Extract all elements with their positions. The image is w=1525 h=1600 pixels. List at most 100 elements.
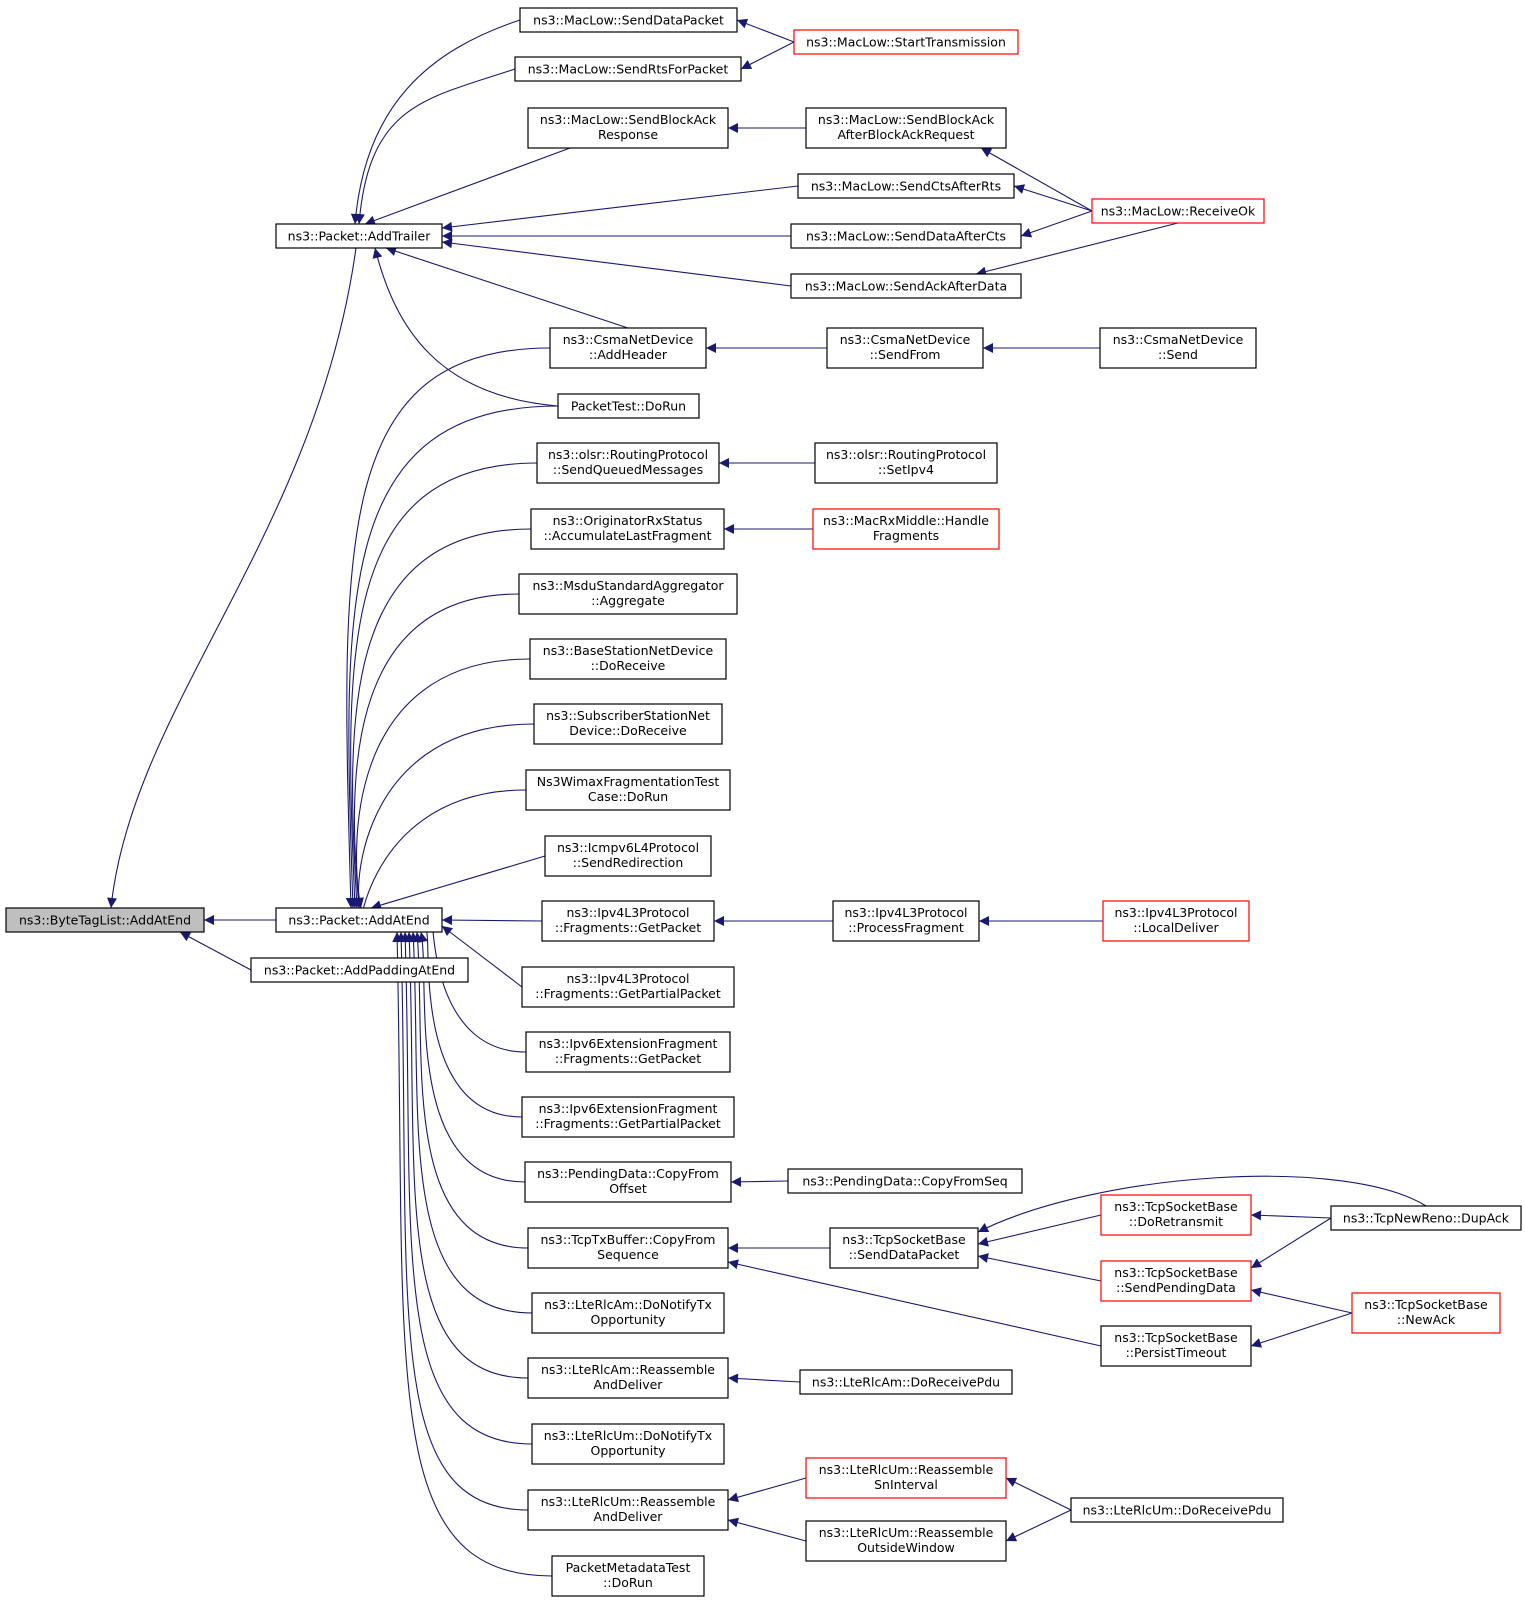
edge-retransmit-tcpsend — [977, 1214, 1102, 1247]
node-ipv4GetPartial[interactable]: ns3::Ipv4L3Protocol::Fragments::GetParti… — [521, 966, 735, 1008]
node-box — [525, 769, 731, 811]
node-label: ns3::Ipv6ExtensionFragment — [539, 1101, 718, 1116]
node-box — [799, 1369, 1013, 1395]
node-packetMetadataTest[interactable]: PacketMetadataTest::DoRun — [551, 1555, 705, 1597]
node-startTx[interactable]: ns3::MacLow::StartTransmission — [793, 29, 1019, 55]
node-lteUmDoReceivePdu[interactable]: ns3::LteRlcUm::DoReceivePdu — [1070, 1497, 1284, 1523]
node-sendDataAfterCts[interactable]: ns3::MacLow::SendDataAfterCts — [790, 223, 1022, 249]
node-ipv6GetPacket[interactable]: ns3::Ipv6ExtensionFragment::Fragments::G… — [525, 1031, 731, 1073]
edge-umreceive-outside — [1005, 1509, 1072, 1542]
node-addPadding[interactable]: ns3::Packet::AddPaddingAtEnd — [250, 957, 469, 983]
node-lteAmDoReceivePdu[interactable]: ns3::LteRlcAm::DoReceivePdu — [799, 1369, 1013, 1395]
node-tcpNewRenoDupAck[interactable]: ns3::TcpNewReno::DupAck — [1330, 1205, 1522, 1231]
node-box — [814, 442, 998, 484]
node-box — [527, 1357, 729, 1399]
node-box — [531, 1292, 725, 1334]
node-ipv4ProcessFrag[interactable]: ns3::Ipv4L3Protocol::ProcessFragment — [832, 900, 980, 942]
node-ipv6GetPartial[interactable]: ns3::Ipv6ExtensionFragment::Fragments::G… — [521, 1096, 735, 1138]
node-sendRts[interactable]: ns3::MacLow::SendRtsForPacket — [514, 56, 742, 82]
node-originatorRx[interactable]: ns3::OriginatorRxStatus::AccumulateLastF… — [530, 508, 725, 550]
edge-receiveok-sendack — [975, 222, 1179, 277]
node-tcpSendPending[interactable]: ns3::TcpSocketBase::SendPendingData — [1100, 1260, 1252, 1302]
node-tcpNewAck[interactable]: ns3::TcpSocketBase::NewAck — [1351, 1292, 1501, 1334]
node-label: ns3::CsmaNetDevice — [1113, 332, 1244, 347]
node-ipv4LocalDeliver[interactable]: ns3::Ipv4L3Protocol::LocalDeliver — [1102, 900, 1250, 942]
node-msduAgg[interactable]: ns3::MsduStandardAggregator::Aggregate — [518, 573, 738, 615]
edge-senddatapacket-addtrailer — [350, 19, 521, 225]
node-bsDoReceive[interactable]: ns3::BaseStationNetDevice::DoReceive — [529, 638, 727, 680]
node-tcpSendDataPacket[interactable]: ns3::TcpSocketBase::SendDataPacket — [829, 1227, 979, 1269]
edge-starttx-sendrts — [740, 41, 795, 70]
edge-msdu-addatend — [353, 593, 520, 909]
node-olsrSetIpv4[interactable]: ns3::olsr::RoutingProtocol::SetIpv4 — [814, 442, 998, 484]
node-label: ns3::Ipv4L3Protocol — [566, 905, 689, 920]
edge-starttx-senddatapacket — [736, 18, 795, 43]
node-olsrSendQueued[interactable]: ns3::olsr::RoutingProtocol::SendQueuedMe… — [536, 442, 720, 484]
node-sendDataPacket[interactable]: ns3::MacLow::SendDataPacket — [519, 7, 738, 33]
node-receiveOk[interactable]: ns3::MacLow::ReceiveOk — [1091, 198, 1265, 224]
node-label: ::SetIpv4 — [878, 462, 934, 477]
node-packetTestDoRun[interactable]: PacketTest::DoRun — [557, 393, 700, 419]
node-ipv4GetPacket[interactable]: ns3::Ipv4L3Protocol::Fragments::GetPacke… — [541, 900, 715, 942]
node-label: ns3::MacLow::SendDataAfterCts — [806, 229, 1006, 244]
node-label: ns3::Icmpv6L4Protocol — [557, 840, 699, 855]
node-tcpPersistTimeout[interactable]: ns3::TcpSocketBase::PersistTimeout — [1100, 1325, 1252, 1367]
edge-olsr-addatend — [349, 462, 538, 909]
node-label: AndDeliver — [594, 1377, 664, 1392]
node-label: ns3::BaseStationNetDevice — [543, 643, 714, 658]
node-label: ns3::Ipv4L3Protocol — [566, 971, 689, 986]
node-label: ns3::ByteTagList::AddAtEnd — [19, 913, 191, 928]
node-label: AfterBlockAckRequest — [837, 127, 974, 142]
node-addAtEnd[interactable]: ns3::Packet::AddAtEnd — [275, 907, 443, 933]
node-csmaSend[interactable]: ns3::CsmaNetDevice::Send — [1099, 327, 1257, 369]
node-label: ns3::MacLow::SendAckAfterData — [805, 279, 1007, 294]
node-sendCtsAfterRts[interactable]: ns3::MacLow::SendCtsAfterRts — [797, 173, 1015, 199]
edge-csmaaddheader-addtrailer — [385, 246, 629, 329]
node-label: ns3::LteRlcUm::Reassemble — [819, 1525, 994, 1540]
nodes-layer: ns3::ByteTagList::AddAtEndns3::Packet::A… — [5, 7, 1522, 1597]
node-label: ns3::LteRlcUm::DoReceivePdu — [1083, 1503, 1272, 1518]
node-box — [275, 223, 443, 249]
node-sendBlockAckAfter[interactable]: ns3::MacLow::SendBlockAckAfterBlockAckRe… — [805, 107, 1007, 149]
node-label: ns3::Ipv4L3Protocol — [1114, 905, 1237, 920]
node-csmaAddHeader[interactable]: ns3::CsmaNetDevice::AddHeader — [549, 327, 707, 369]
node-icmpv6[interactable]: ns3::Icmpv6L4Protocol::SendRedirection — [544, 835, 712, 877]
node-label: ns3::Ipv4L3Protocol — [844, 905, 967, 920]
node-label: ::AddHeader — [589, 347, 668, 362]
edge-newack-persist — [1250, 1312, 1353, 1348]
edge-sendack-addtrailer — [441, 238, 792, 287]
node-sendAckAfterData[interactable]: ns3::MacLow::SendAckAfterData — [790, 273, 1022, 299]
node-tcpDoRetransmit[interactable]: ns3::TcpSocketBase::DoRetransmit — [1100, 1194, 1252, 1236]
node-label: Offset — [609, 1181, 647, 1196]
node-box — [549, 327, 707, 369]
node-addTrailer[interactable]: ns3::Packet::AddTrailer — [275, 223, 443, 249]
node-pendingCopyFromSeq[interactable]: ns3::PendingData::CopyFromSeq — [787, 1168, 1023, 1194]
node-box — [530, 508, 725, 550]
node-box — [793, 29, 1019, 55]
node-root[interactable]: ns3::ByteTagList::AddAtEnd — [5, 907, 205, 933]
node-ssDoReceive[interactable]: ns3::SubscriberStationNetDevice::DoRecei… — [533, 703, 723, 745]
node-box — [250, 957, 469, 983]
node-label: ::Fragments::GetPartialPacket — [535, 986, 721, 1001]
node-label: ns3::MacLow::ReceiveOk — [1101, 204, 1256, 219]
edge-bs-addatend — [354, 658, 531, 909]
node-label: ns3::TcpTxBuffer::CopyFrom — [541, 1232, 716, 1247]
node-box — [1100, 1260, 1252, 1302]
node-box — [524, 1161, 732, 1203]
edge-dupack-retransmit — [1250, 1210, 1332, 1221]
node-box — [790, 223, 1022, 249]
edge-sendblockackresp-addtrailer — [364, 147, 571, 226]
node-label: ::SendRedirection — [573, 855, 684, 870]
node-csmaSendFrom[interactable]: ns3::CsmaNetDevice::SendFrom — [826, 327, 984, 369]
